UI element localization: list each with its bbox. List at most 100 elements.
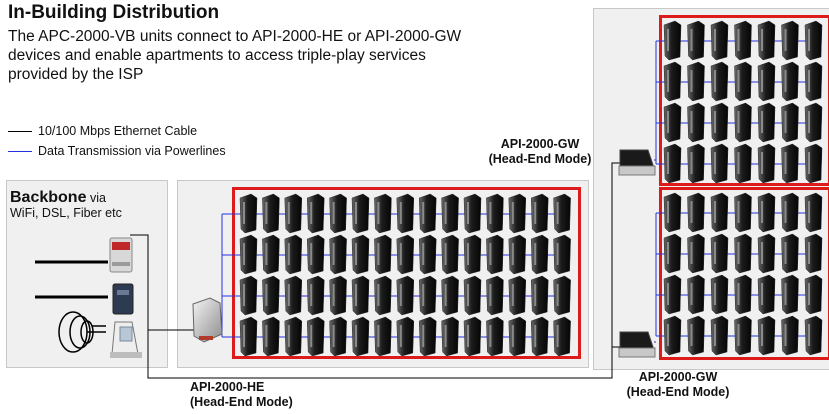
apc-2000-vb-unit — [734, 233, 752, 274]
ethernet-line-swatch — [8, 130, 32, 132]
apc-2000-vb-unit — [663, 274, 682, 315]
apc-2000-vb-unit — [351, 193, 370, 234]
gw-bottom-model: API-2000-GW — [638, 370, 718, 384]
legend-ethernet-label: 10/100 Mbps Ethernet Cable — [38, 124, 198, 138]
apc-2000-vb-unit — [284, 275, 303, 316]
apc-2000-vb-unit — [804, 143, 823, 184]
apc-2000-vb-unit — [687, 20, 705, 61]
ethernet-link-to-gw-bottom — [147, 330, 620, 379]
powerline-line-swatch — [8, 150, 32, 152]
apc-2000-vb-unit — [418, 275, 437, 316]
apc-2000-vb-unit — [486, 275, 504, 316]
apc-2000-vb-unit — [508, 234, 527, 275]
apc-2000-vb-unit — [441, 193, 459, 234]
apc-2000-vb-unit — [663, 102, 682, 143]
apc-2000-vb-unit — [663, 143, 682, 184]
api-2000-gw-device-top — [618, 149, 656, 176]
apc-2000-vb-unit — [553, 316, 571, 357]
apc-2000-vb-unit — [710, 274, 729, 315]
satellite-dish-icon — [58, 311, 106, 353]
apc-2000-vb-unit — [239, 234, 258, 275]
ethernet-link-to-gw-top — [611, 162, 620, 347]
apc-2000-vb-unit — [329, 316, 347, 357]
legend-powerline-label: Data Transmission via Powerlines — [38, 144, 226, 158]
apc-2000-vb-unit — [757, 315, 776, 356]
apc-2000-vb-unit — [239, 275, 258, 316]
apc-2000-vb-unit — [710, 233, 729, 274]
apc-2000-vb-unit — [306, 275, 325, 316]
backbone-label: Backbone via WiFi, DSL, Fiber etc — [10, 190, 122, 221]
apc-2000-vb-unit — [284, 316, 303, 357]
apc-2000-vb-unit — [351, 234, 370, 275]
page-title: In-Building Distribution — [8, 2, 220, 23]
apc-2000-vb-unit — [396, 234, 415, 275]
apc-2000-vb-unit — [441, 316, 459, 357]
apc-2000-vb-unit — [710, 192, 729, 233]
router-icon — [109, 237, 133, 273]
backbone-subtitle: WiFi, DSL, Fiber etc — [10, 206, 122, 220]
apc-2000-vb-unit — [486, 234, 504, 275]
apc-2000-vb-unit — [781, 102, 799, 143]
apc-2000-vb-unit — [781, 61, 799, 102]
apc-2000-vb-unit — [781, 192, 799, 233]
apc-2000-vb-unit — [530, 193, 549, 234]
apc-2000-vb-unit — [486, 316, 504, 357]
apc-2000-vb-unit — [757, 20, 776, 61]
apc-2000-vb-unit — [441, 275, 459, 316]
apc-2000-vb-unit — [374, 193, 392, 234]
gw-top-model: API-2000-GW — [500, 137, 580, 151]
apc-2000-vb-unit — [804, 20, 823, 61]
apc-2000-vb-unit — [804, 315, 823, 356]
apc-2000-vb-unit — [710, 102, 729, 143]
apc-2000-vb-unit — [396, 193, 415, 234]
apc-2000-vb-unit — [734, 315, 752, 356]
api-2000-gw-device-bottom — [618, 331, 656, 358]
apartment-group-middle — [232, 187, 581, 359]
apc-2000-vb-unit — [663, 233, 682, 274]
apc-2000-vb-unit — [262, 275, 280, 316]
apc-2000-vb-unit — [463, 234, 482, 275]
apc-2000-vb-unit — [687, 143, 705, 184]
wifi-access-point-icon — [110, 321, 142, 358]
apc-2000-vb-unit — [553, 193, 571, 234]
he-model: API-2000-HE — [190, 380, 265, 394]
apc-2000-vb-unit — [530, 316, 549, 357]
apc-2000-vb-unit — [418, 234, 437, 275]
apc-2000-vb-unit — [710, 315, 729, 356]
apc-2000-vb-unit — [804, 192, 823, 233]
apc-2000-vb-unit — [553, 275, 571, 316]
apc-2000-vb-unit — [663, 192, 682, 233]
apc-2000-vb-unit — [284, 234, 303, 275]
apc-2000-vb-unit — [239, 316, 258, 357]
apc-2000-vb-unit — [710, 143, 729, 184]
apc-2000-vb-unit — [351, 275, 370, 316]
apc-2000-vb-unit — [262, 234, 280, 275]
apc-2000-vb-unit — [463, 275, 482, 316]
apc-2000-vb-unit — [262, 316, 280, 357]
apc-2000-vb-unit — [486, 193, 504, 234]
apc-2000-vb-unit — [781, 233, 799, 274]
apc-2000-vb-unit — [781, 315, 799, 356]
apc-2000-vb-unit — [804, 233, 823, 274]
apc-2000-vb-unit — [329, 193, 347, 234]
apc-2000-vb-unit — [804, 61, 823, 102]
backbone-suffix: via — [86, 191, 106, 205]
apc-2000-vb-unit — [508, 275, 527, 316]
apc-2000-vb-unit — [463, 316, 482, 357]
apc-2000-vb-unit — [351, 316, 370, 357]
legend-ethernet: 10/100 Mbps Ethernet Cable — [8, 124, 197, 138]
apc-2000-vb-unit — [734, 274, 752, 315]
apc-2000-vb-unit — [374, 275, 392, 316]
apc-2000-vb-unit — [804, 102, 823, 143]
apc-2000-vb-unit — [396, 275, 415, 316]
apc-2000-vb-unit — [687, 315, 705, 356]
apc-2000-vb-unit — [734, 192, 752, 233]
apc-2000-vb-unit — [757, 61, 776, 102]
apc-2000-vb-unit — [710, 61, 729, 102]
gw-bottom-label: API-2000-GW (Head-End Mode) — [598, 370, 758, 400]
apc-2000-vb-unit — [418, 193, 437, 234]
apc-2000-vb-unit — [284, 193, 303, 234]
gw-top-mode: (Head-End Mode) — [488, 152, 592, 166]
apc-2000-vb-unit — [530, 234, 549, 275]
